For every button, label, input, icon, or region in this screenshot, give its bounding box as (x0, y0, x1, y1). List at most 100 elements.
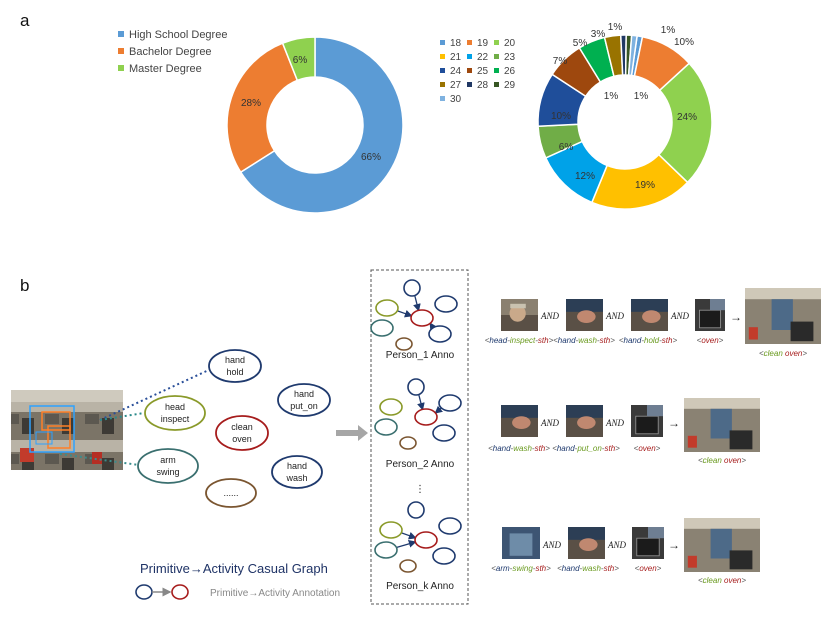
frame-thumbnail (568, 527, 605, 559)
primitive-caption: <hand-wash-sth> (557, 564, 619, 573)
connector-hand-hold (99, 368, 212, 421)
anno-edge (417, 393, 425, 411)
age-legend-label-20: 20 (504, 38, 516, 49)
node-hand-put-on-label-1: hand (294, 389, 314, 399)
age-legend-swatch-23 (494, 54, 499, 59)
primitive-caption: <hand-wash-sth> (488, 444, 550, 453)
age-legend-swatch-29 (494, 82, 499, 87)
implies-arrow: → (668, 538, 680, 552)
age-legend-label-27: 27 (450, 80, 462, 91)
donut-slice-label: 7% (553, 56, 568, 67)
primitive-caption: <oven> (634, 444, 661, 453)
donut-slice-label: 12% (575, 171, 595, 182)
annotation-box (370, 269, 469, 605)
age-legend-swatch-25 (467, 68, 472, 73)
kitchen-photo (11, 390, 123, 470)
implies-arrow: → (668, 416, 680, 430)
age-legend-label-28: 28 (477, 80, 489, 91)
node-head-inspect: head inspect (144, 395, 206, 431)
anno-node (428, 325, 452, 343)
gray-arrow (336, 425, 368, 441)
primitive-caption: <oven> (635, 564, 662, 573)
node-ellipsis: ...... (205, 478, 257, 508)
legend-swatch-master (118, 65, 124, 71)
anno-node (434, 295, 458, 313)
donut-slice-label: 28% (241, 98, 261, 109)
age-legend-swatch-26 (494, 68, 499, 73)
node-arm-swing-label-1: arm (160, 455, 176, 465)
node-clean-oven-label-2: oven (232, 434, 252, 444)
anno-node (414, 531, 438, 549)
age-legend-swatch-30 (440, 96, 445, 101)
donut-slice-label: 19% (635, 180, 655, 191)
annotation-legend: Primitive→Activity Annotation (135, 584, 340, 600)
panel-a-letter: a (20, 11, 30, 30)
anno-node (407, 378, 425, 396)
age-legend-label-30: 30 (450, 94, 462, 105)
frame-thumbnail (684, 518, 760, 572)
panel-b-letter: b (20, 276, 29, 295)
donut-slice-bachelor-degree (226, 42, 299, 174)
legend-swatch-bachelor (118, 48, 124, 54)
and-operator: AND (670, 311, 690, 321)
legend-label-bachelor: Bachelor Degree (129, 46, 212, 58)
node-clean-oven-label-1: clean (231, 422, 253, 432)
frame-thumbnail (695, 299, 725, 331)
donut-slice-label: 10% (674, 37, 694, 48)
anno-node (374, 418, 398, 436)
primitive-sequences: AND AND AND → <head-inspect-sth> <hand-wash-s… (485, 288, 821, 585)
bbox-arm (47, 425, 71, 449)
age-legend-label-19: 19 (477, 38, 489, 49)
frame-thumbnail (566, 299, 603, 331)
node-hand-hold: hand hold (208, 349, 262, 383)
and-operator: AND (540, 418, 560, 428)
donut-slice-label: 10% (551, 111, 571, 122)
age-donut-chart: 1%10%24%19%12%6%10%7%5%3%1%1%1% (537, 22, 713, 210)
node-hand-wash-label-2: wash (285, 473, 307, 483)
donut-slice-label: 3% (591, 29, 606, 40)
age-legend-label-18: 18 (450, 38, 462, 49)
donut-slice-label: 6% (559, 142, 574, 153)
node-clean-oven: clean oven (215, 415, 269, 451)
person-2-label: Person_2 Anno (386, 459, 455, 470)
node-arm-swing-label-2: swing (156, 467, 179, 477)
node-head-inspect-label-2: inspect (161, 414, 190, 424)
anno-node (438, 517, 462, 535)
node-hand-put-on-label-2: put_on (290, 401, 318, 411)
age-legend-swatch-19 (467, 40, 472, 45)
annotation-label: Primitive→Activity Annotation (210, 588, 340, 599)
donut-slice-label: 1% (661, 25, 676, 36)
anno-node (432, 424, 456, 442)
bbox-head (41, 411, 71, 431)
node-arm-swing: arm swing (137, 448, 199, 484)
age-legend-swatch-21 (440, 54, 445, 59)
primitive-caption: <hand-put_on-sth> (552, 444, 620, 453)
donut-slice-high-school-degree (239, 36, 404, 214)
node-hand-hold-label-1: hand (225, 355, 245, 365)
age-legend-label-29: 29 (504, 80, 516, 91)
primitive-caption: <oven> (697, 336, 724, 345)
age-legend-swatch-22 (467, 54, 472, 59)
person-2-annotation (374, 378, 462, 450)
donut-slice-label: 5% (573, 38, 588, 49)
anno-node (432, 547, 456, 565)
node-hand-wash-label-1: hand (287, 461, 307, 471)
node-hand-hold-label-2: hold (226, 367, 243, 377)
primitive-caption: <arm-swing-sth> (491, 564, 551, 573)
age-legend-label-26: 26 (504, 66, 516, 77)
node-ellipsis-label: ...... (223, 488, 238, 498)
age-legend-swatch-18 (440, 40, 445, 45)
node-hand-put-on: hand put_on (277, 383, 331, 417)
connector-arm-swing (59, 453, 140, 466)
and-operator: AND (542, 540, 562, 550)
and-operator: AND (607, 540, 627, 550)
donut-slice-label: 6% (293, 55, 308, 66)
and-operator: AND (605, 311, 625, 321)
and-operator: AND (605, 418, 625, 428)
legend-swatch-high-school (118, 31, 124, 37)
person-1-label: Person_1 Anno (386, 350, 455, 361)
primitive-caption: <head-inspect-sth> (485, 336, 554, 345)
frame-thumbnail (745, 288, 821, 344)
anno-node (414, 408, 438, 426)
